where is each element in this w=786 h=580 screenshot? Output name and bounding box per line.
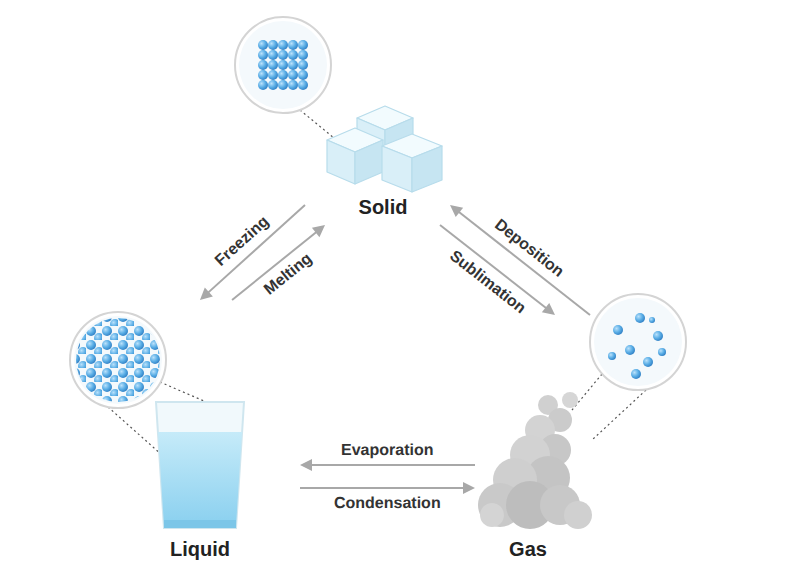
process-label: Melting — [260, 250, 315, 299]
transition-arrow — [300, 482, 475, 494]
state-label: Gas — [509, 538, 547, 561]
gas-smoke — [478, 392, 592, 529]
ice-cubes — [327, 106, 442, 192]
state-node: Liquid — [150, 300, 300, 565]
process-label: Deposition — [491, 216, 567, 281]
solid-magnifier — [235, 17, 334, 138]
state-node: Solid — [305, 95, 450, 225]
arrow-line — [300, 487, 464, 489]
state-label: Liquid — [170, 538, 230, 561]
transition-arrow — [200, 205, 305, 300]
state-label: Solid — [359, 196, 408, 219]
arrow-head — [463, 482, 475, 494]
process-label: Condensation — [334, 494, 441, 512]
transition-arrow — [300, 459, 475, 471]
arrow-head — [312, 225, 325, 237]
arrow-head — [450, 205, 463, 217]
arrow-head — [542, 303, 555, 315]
arrow-line — [311, 464, 475, 466]
gas-magnifier — [572, 294, 686, 440]
water-glass — [156, 402, 244, 528]
state-node: Gas — [475, 315, 600, 565]
arrow-head — [200, 288, 213, 300]
process-label: Evaporation — [341, 441, 433, 459]
arrow-head — [300, 459, 312, 471]
